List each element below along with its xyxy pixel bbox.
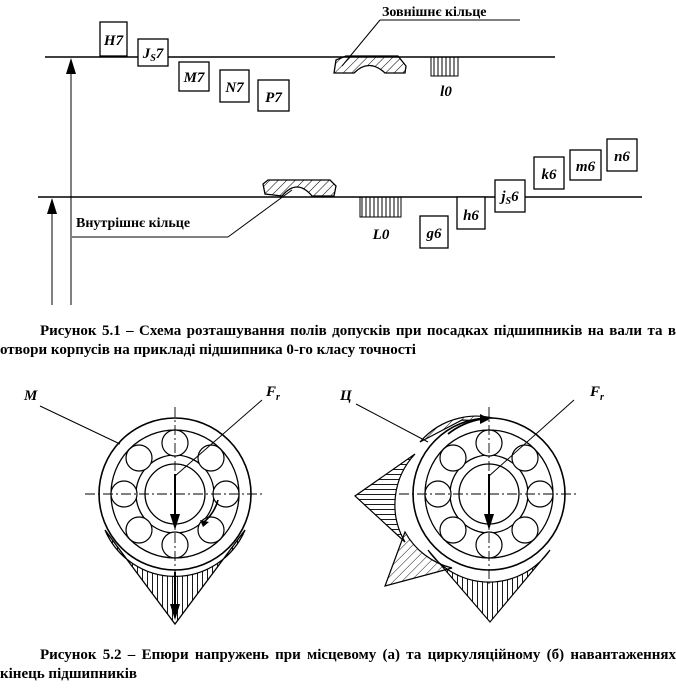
inner-bearing-tolerance-field	[359, 196, 402, 218]
figure-2-caption: Рисунок 5.2 – Епюри напружень при місцев…	[0, 647, 676, 682]
force-label-right: Fr	[589, 384, 604, 403]
ball	[125, 516, 153, 544]
ball	[125, 444, 153, 472]
bearing-circulating-load	[354, 399, 579, 623]
fit-box-m6: m6	[569, 149, 602, 181]
load-stress-diagram: M Fr Ц Fr	[23, 384, 604, 626]
tolerance-field-diagram: H7 JS7 M7 N7 P7 Зовнішнє кільце l0 Внутр…	[38, 5, 642, 305]
inner-ring-label: Внутрішнє кільце	[76, 216, 190, 231]
outer-ring-label: Зовнішнє кільце	[382, 5, 487, 20]
svg-text:P7: P7	[265, 90, 282, 106]
outer-bearing-field-label: l0	[440, 84, 452, 100]
stress-epure-petal-lower-left	[384, 530, 453, 587]
fit-box-js6: jS6	[494, 179, 526, 213]
fit-box-M7: M7	[178, 61, 210, 92]
ball	[511, 516, 539, 544]
svg-text:k6: k6	[542, 167, 558, 183]
stress-epure-petal-left	[354, 453, 416, 543]
fit-box-P7: P7	[257, 79, 290, 112]
svg-text:N7: N7	[224, 80, 244, 96]
svg-text:g6: g6	[426, 226, 443, 242]
fit-box-h6: h6	[456, 196, 486, 230]
svg-text:JS7: JS7	[142, 46, 164, 64]
svg-text:jS6: jS6	[499, 189, 519, 207]
fit-box-g6: g6	[419, 215, 449, 249]
local-load-label: M	[23, 388, 38, 404]
ball	[439, 516, 467, 544]
fit-box-H7: H7	[99, 21, 128, 57]
svg-text:n6: n6	[614, 149, 630, 165]
inner-bearing-field-label: L0	[372, 227, 390, 243]
stress-epure-petal-bottom	[427, 549, 551, 623]
svg-text:M7: M7	[183, 70, 205, 86]
figure-1-caption: Рисунок 5.1 – Схема розташування полів д…	[0, 323, 676, 358]
force-label-left: Fr	[265, 384, 280, 403]
ball	[511, 444, 539, 472]
svg-text:m6: m6	[576, 159, 596, 175]
circulating-load-label: Ц	[339, 388, 353, 404]
fit-box-N7: N7	[219, 69, 250, 103]
inner-ring-leader	[227, 189, 293, 238]
fit-box-n6: n6	[606, 138, 638, 172]
outer-bearing-tolerance-field	[430, 56, 459, 77]
outer-ring-section	[333, 55, 407, 74]
ball	[439, 444, 467, 472]
svg-text:H7: H7	[103, 33, 124, 49]
fit-box-JS7: JS7	[137, 38, 169, 67]
inner-ring-section	[262, 179, 337, 197]
outer-ring-leader	[341, 19, 381, 67]
fit-box-k6: k6	[533, 156, 565, 190]
svg-text:h6: h6	[463, 208, 479, 224]
ball	[197, 444, 225, 472]
bearing-local-load	[39, 399, 265, 626]
